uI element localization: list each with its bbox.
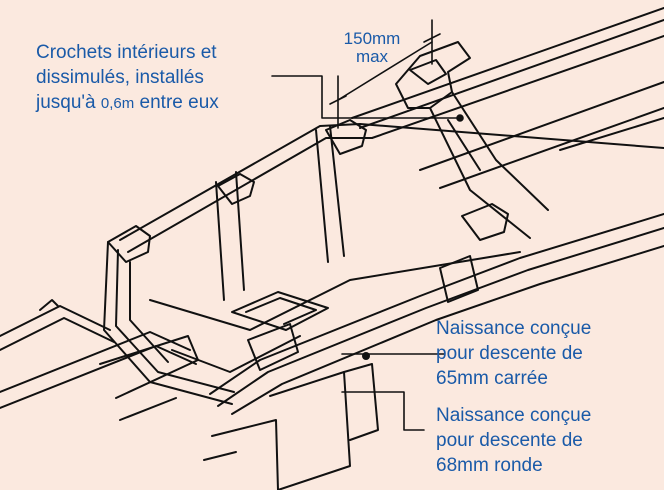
brackets-label-line3-post: entre eux [134,92,219,113]
front-gutter-section [103,119,664,415]
dimension-lines [271,19,464,129]
dimension-label: 150mm max [328,30,416,66]
brackets-label-line2: dissimulés, installés [36,67,204,88]
outlet-square-line2: pour descente de [436,343,583,364]
brackets-label-line1: Crochets intérieurs et [36,42,217,63]
left-gutter-run [0,299,199,421]
outlet-downpipe [203,352,445,490]
fascia-bracket [395,41,549,239]
outlet-round-line3: 68mm ronde [436,455,543,476]
outlet-square-label: Naissance conçue pour descente de 65mm c… [436,316,591,391]
brackets-label-line3: jusqu'à 0,6m entre eux [36,90,219,116]
dimension-max: max [355,47,389,66]
brackets-spacing-value: 0,6m [100,95,135,112]
outlet-square-line3: 65mm carrée [436,368,548,389]
outlet-round-label: Naissance conçue pour descente de 68mm r… [436,403,591,478]
outlet-square-line1: Naissance conçue [436,318,592,339]
brackets-label: Crochets intérieurs et dissimulés, insta… [36,40,219,116]
dimension-value: 150mm [343,29,401,48]
outlet-round-line1: Naissance conçue [436,405,592,426]
brackets-label-line3-pre: jusqu'à [36,92,101,113]
back-gutter-run [351,7,664,189]
outlet-round-line2: pour descente de [436,430,583,451]
